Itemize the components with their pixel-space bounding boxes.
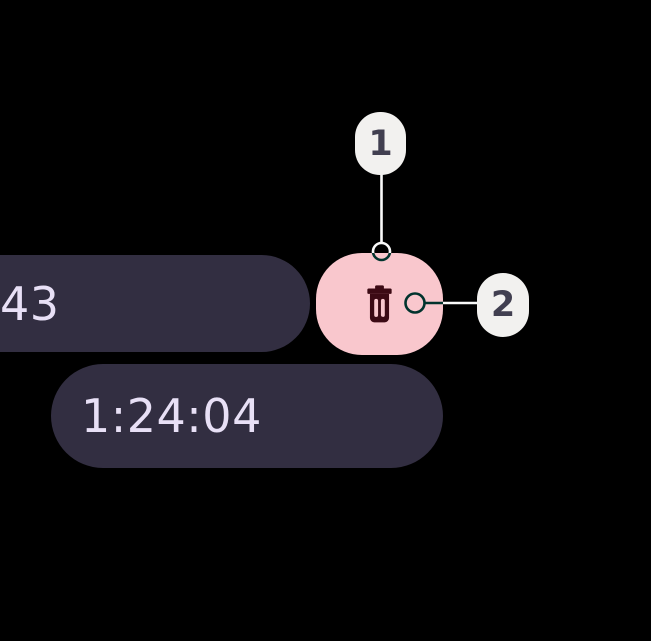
- callout-badge-1: 1: [355, 112, 406, 175]
- lap-time-pill: 43: [0, 255, 310, 352]
- callout-badge-2: 2: [477, 273, 529, 337]
- callout-badge-1-label: 1: [368, 123, 393, 164]
- callout-badge-2-label: 2: [490, 285, 516, 325]
- trash-icon: [364, 284, 395, 324]
- elapsed-time-text: 1:24:04: [81, 389, 262, 443]
- lap-time-text: 43: [0, 276, 60, 331]
- delete-button[interactable]: [316, 253, 443, 355]
- elapsed-time-pill: 1:24:04: [51, 364, 443, 468]
